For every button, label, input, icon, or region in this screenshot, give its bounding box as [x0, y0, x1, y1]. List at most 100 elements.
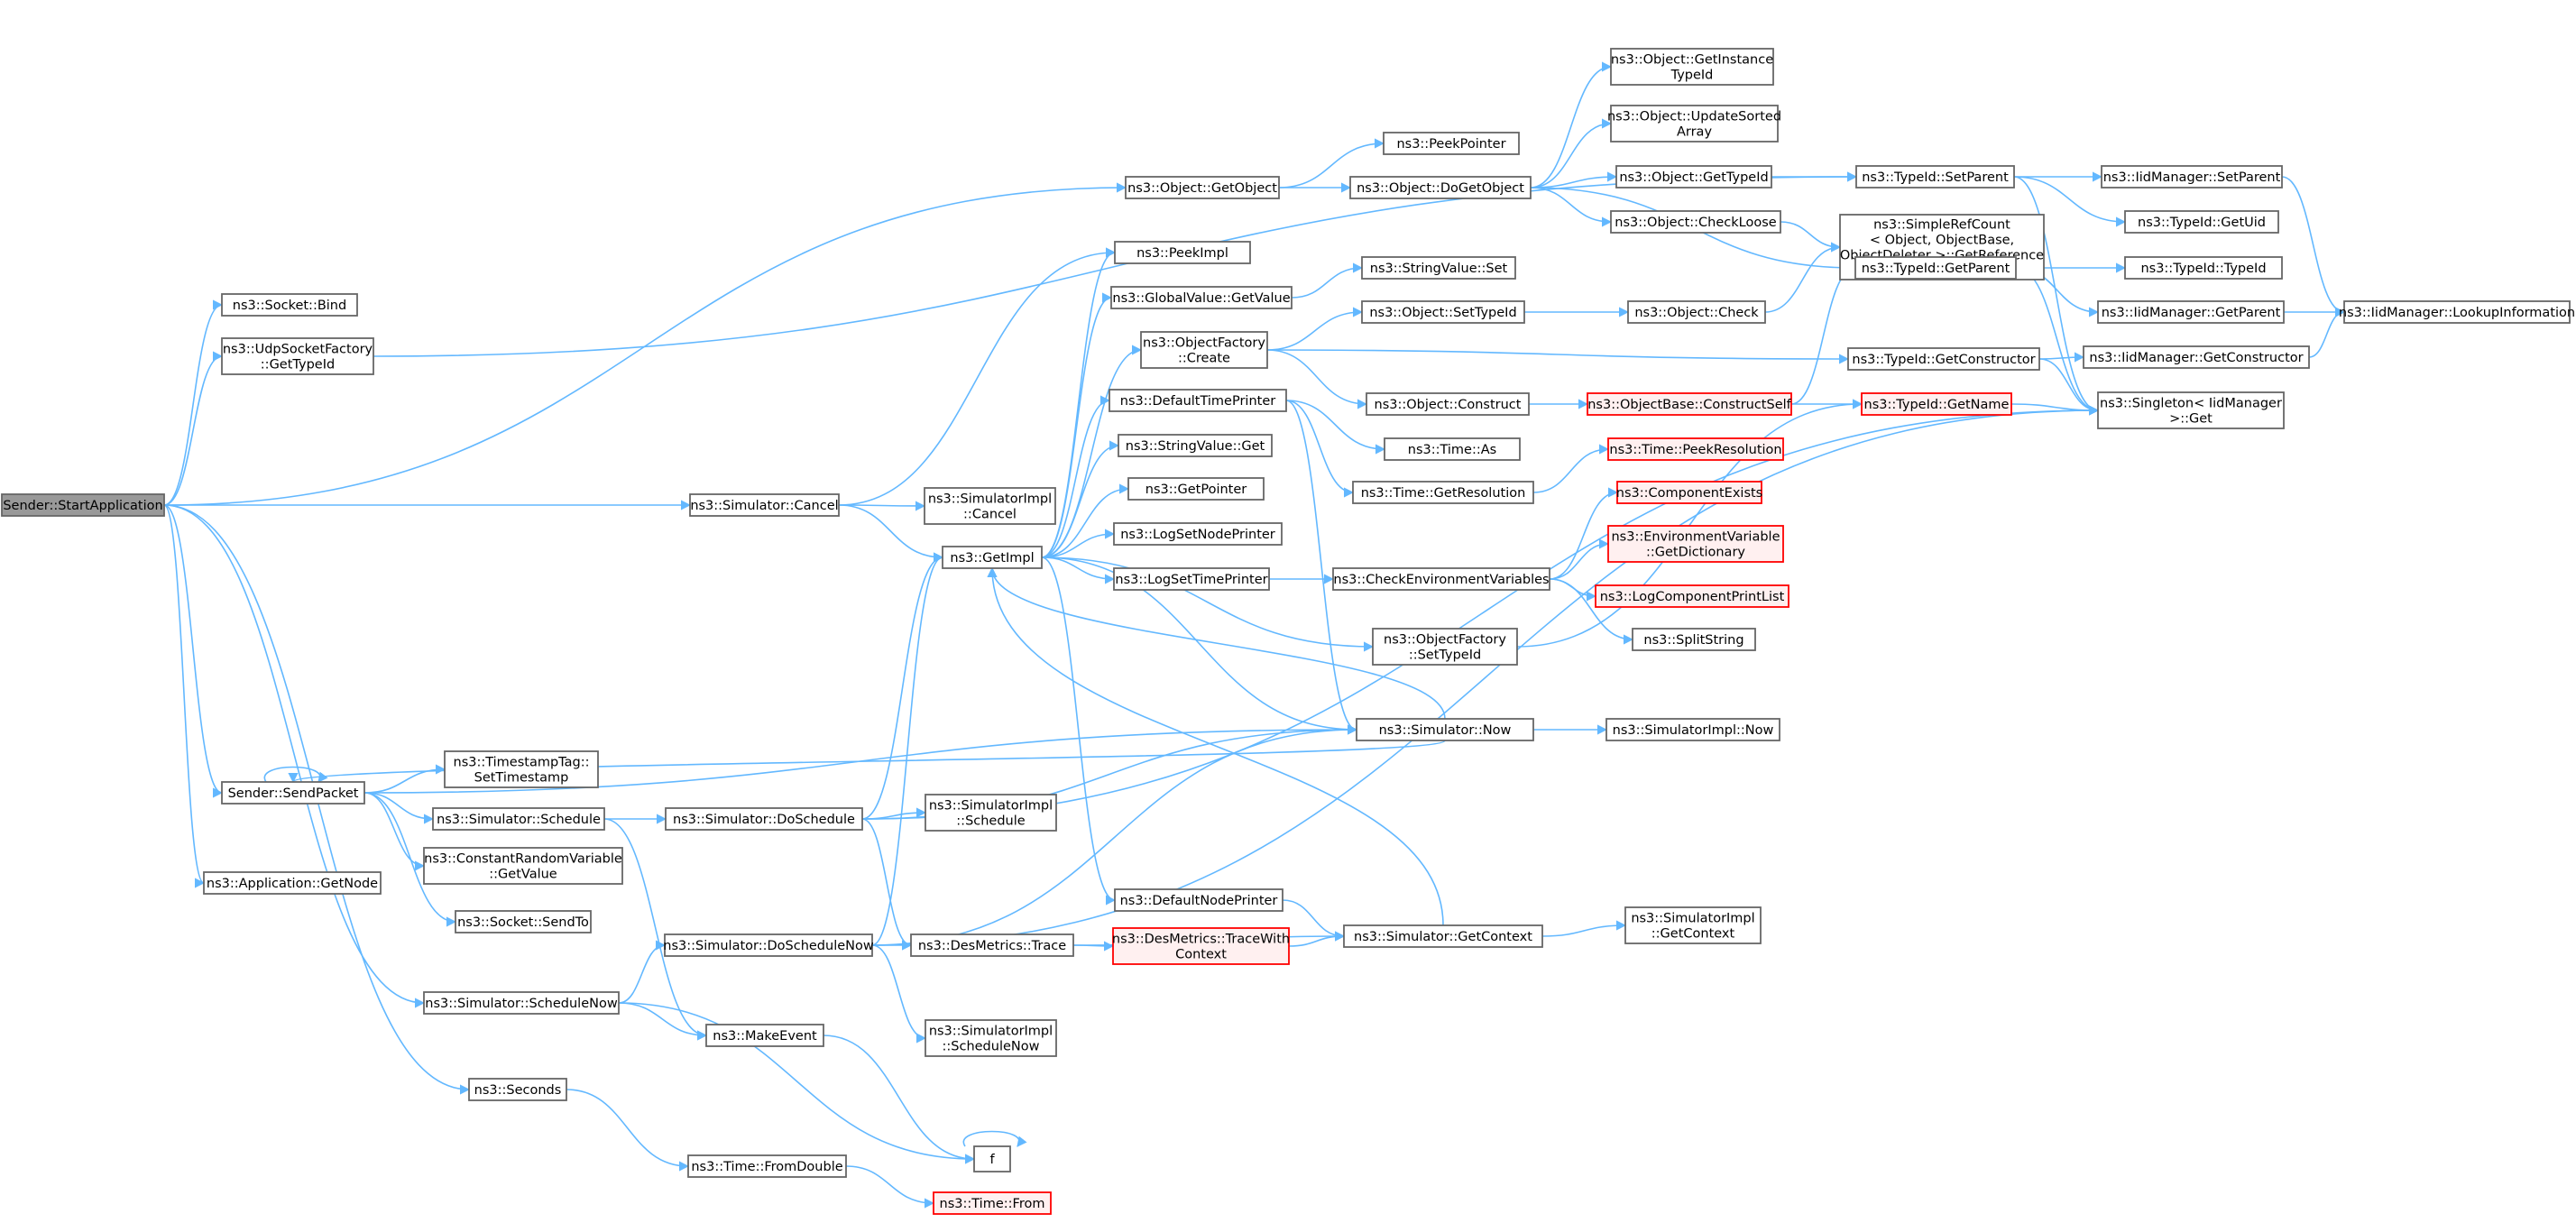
edge — [1530, 118, 1613, 189]
call-edge — [2013, 176, 2127, 227]
node-doschedulenow[interactable]: ns3::Simulator::DoScheduleNow — [663, 933, 874, 957]
node-start[interactable]: Sender::StartApplication — [1, 493, 165, 517]
call-edge — [2308, 307, 2346, 358]
node-iidlookup[interactable]: ns3::IidManager::LookupInformation — [2339, 300, 2575, 324]
node-objsettypeid[interactable]: ns3::Object::SetTypeId — [1361, 300, 1525, 324]
node-box — [2097, 391, 2285, 429]
node-gvgetvalue[interactable]: ns3::GlobalValue::GetValue — [1110, 286, 1293, 309]
node-logsetnode[interactable]: ns3::LogSetNodePrinter — [1113, 522, 1283, 546]
node-label-line: ns3::GetImpl — [950, 551, 1034, 566]
node-box — [423, 991, 620, 1015]
node-logcompprint[interactable]: ns3::LogComponentPrintList — [1595, 584, 1789, 608]
node-makeevent[interactable]: ns3::MakeEvent — [705, 1024, 824, 1047]
node-destrace[interactable]: ns3::DesMetrics::Trace — [910, 933, 1074, 957]
node-schedule[interactable]: ns3::Simulator::Schedule — [432, 807, 605, 831]
node-svset[interactable]: ns3::StringValue::Set — [1361, 256, 1516, 280]
node-envgetdict[interactable]: ns3::EnvironmentVariable::GetDictionary — [1607, 525, 1784, 563]
node-timeas[interactable]: ns3::Time::As — [1384, 437, 1521, 461]
node-label-line: ns3::StringValue::Set — [1370, 262, 1508, 276]
node-simimplcancel[interactable]: ns3::SimulatorImpl::Cancel — [924, 487, 1056, 525]
node-objcheck[interactable]: ns3::Object::Check — [1627, 300, 1766, 324]
node-compexists[interactable]: ns3::ComponentExists — [1616, 481, 1763, 504]
call-edge — [363, 792, 457, 927]
edge — [163, 504, 224, 798]
node-peekpointer[interactable]: ns3::PeekPointer — [1383, 132, 1520, 155]
node-box — [203, 871, 382, 895]
node-splitstring[interactable]: ns3::SplitString — [1632, 628, 1756, 651]
node-singletonget[interactable]: ns3::Singleton< IidManager>::Get — [2097, 391, 2285, 429]
node-fromdouble[interactable]: ns3::Time::FromDouble — [687, 1154, 847, 1178]
node-objgettypeid[interactable]: ns3::Object::GetTypeId — [1615, 165, 1772, 189]
node-box — [455, 910, 592, 933]
node-schedulenow[interactable]: ns3::Simulator::ScheduleNow — [423, 991, 620, 1015]
node-deftimeprinter[interactable]: ns3::DefaultTimePrinter — [1109, 389, 1287, 412]
node-iidgetparent[interactable]: ns3::IidManager::GetParent — [2097, 300, 2285, 324]
node-logsettime[interactable]: ns3::LogSetTimePrinter — [1113, 567, 1270, 591]
node-ofsettypeid[interactable]: ns3::ObjectFactory::SetTypeId — [1372, 628, 1518, 666]
node-peekresolution[interactable]: ns3::Time::PeekResolution — [1607, 437, 1784, 461]
node-label-line: ns3::Seconds — [474, 1083, 562, 1098]
node-tidsetparent[interactable]: ns3::TypeId::SetParent — [1855, 165, 2015, 189]
node-doschedule[interactable]: ns3::Simulator::DoSchedule — [665, 807, 863, 831]
call-edge — [823, 1034, 976, 1164]
node-box — [1627, 300, 1766, 324]
node-box — [1112, 927, 1290, 965]
edge — [618, 1002, 708, 1041]
node-sendpacket[interactable]: Sender::SendPacket — [221, 781, 365, 805]
node-tidgetname[interactable]: ns3::TypeId::GetName — [1861, 392, 2012, 416]
node-tidgetconstructor[interactable]: ns3::TypeId::GetConstructor — [1847, 347, 2040, 371]
call-edge — [1285, 400, 1358, 735]
node-defnodeprinter[interactable]: ns3::DefaultNodePrinter — [1114, 888, 1283, 912]
node-cancel[interactable]: ns3::Simulator::Cancel — [689, 493, 840, 517]
call-edge — [861, 818, 913, 951]
node-simimplgetctx[interactable]: ns3::SimulatorImpl::GetContext — [1624, 906, 1762, 944]
node-label-line: ns3::Object::Construct — [1375, 398, 1522, 412]
node-label-line: ::GetValue — [489, 868, 557, 882]
node-label-line: Context — [1175, 948, 1227, 962]
node-appgetnode[interactable]: ns3::Application::GetNode — [203, 871, 382, 895]
node-iidsetparent[interactable]: ns3::IidManager::SetParent — [2101, 165, 2283, 189]
node-udp[interactable]: ns3::UdpSocketFactory::GetTypeId — [221, 337, 374, 375]
node-svget[interactable]: ns3::StringValue::Get — [1118, 434, 1273, 457]
node-label-line: >::Get — [2169, 412, 2213, 427]
node-tidtypeid[interactable]: ns3::TypeId::TypeId — [2124, 256, 2283, 280]
node-peekimpl[interactable]: ns3::PeekImpl — [1114, 241, 1251, 264]
node-tstag[interactable]: ns3::TimestampTag::SetTimestamp — [444, 750, 599, 788]
node-f[interactable]: f — [973, 1145, 1011, 1172]
node-tidgetuid[interactable]: ns3::TypeId::GetUid — [2124, 210, 2279, 234]
node-label-line: ns3::SimulatorImpl — [929, 1025, 1053, 1039]
node-getpointer[interactable]: ns3::GetPointer — [1127, 477, 1265, 501]
node-objconstruct[interactable]: ns3::Object::Construct — [1366, 392, 1530, 416]
node-getobject[interactable]: ns3::Object::GetObject — [1125, 176, 1280, 199]
node-constructself[interactable]: ns3::ObjectBase::ConstructSelf — [1587, 392, 1792, 416]
node-simimplschedulenow[interactable]: ns3::SimulatorImpl::ScheduleNow — [925, 1019, 1057, 1057]
node-dogetobject[interactable]: ns3::Object::DoGetObject — [1349, 176, 1532, 199]
node-ofcreate[interactable]: ns3::ObjectFactory::Create — [1140, 331, 1268, 369]
node-timefrom[interactable]: ns3::Time::From — [933, 1191, 1052, 1215]
node-getcontext[interactable]: ns3::Simulator::GetContext — [1343, 924, 1543, 948]
node-simimplschedule[interactable]: ns3::SimulatorImpl::Schedule — [925, 794, 1057, 832]
node-getimpl[interactable]: ns3::GetImpl — [942, 546, 1043, 569]
node-checkloose[interactable]: ns3::Object::CheckLoose — [1610, 210, 1781, 234]
node-crv[interactable]: ns3::ConstantRandomVariable::GetValue — [423, 847, 623, 885]
node-tidgetparent[interactable]: ns3::TypeId::GetParent — [1854, 256, 2017, 280]
node-box — [1125, 176, 1280, 199]
node-checkenv[interactable]: ns3::CheckEnvironmentVariables — [1332, 567, 1550, 591]
node-label-line: ns3::Simulator::Schedule — [437, 813, 601, 827]
node-bind[interactable]: ns3::Socket::Bind — [221, 293, 358, 317]
node-sendto[interactable]: ns3::Socket::SendTo — [455, 910, 592, 933]
node-seconds[interactable]: ns3::Seconds — [468, 1078, 567, 1101]
node-simnow[interactable]: ns3::Simulator::Now — [1356, 718, 1534, 741]
node-box — [942, 546, 1043, 569]
node-iidgetconstructor[interactable]: ns3::IidManager::GetConstructor — [2083, 345, 2310, 369]
node-label-line: ns3::Object::SetTypeId — [1369, 306, 1516, 320]
node-label-line: ns3::SimulatorImpl — [1631, 912, 1754, 926]
node-simimplnow[interactable]: ns3::SimulatorImpl::Now — [1605, 718, 1780, 741]
edge — [603, 818, 708, 1041]
call-edge — [1532, 444, 1610, 493]
node-getresolution[interactable]: ns3::Time::GetResolution — [1352, 481, 1534, 504]
call-edge — [263, 766, 328, 783]
